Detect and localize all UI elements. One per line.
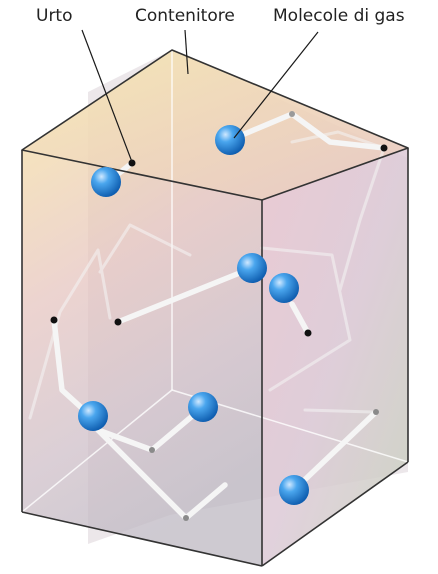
collision-point xyxy=(128,159,136,167)
box-front-face xyxy=(22,150,262,566)
gas-molecule xyxy=(188,392,218,422)
label-collision: Urto xyxy=(36,6,73,26)
gas-molecule xyxy=(269,273,299,303)
box-right-face xyxy=(262,148,408,566)
gas-molecule xyxy=(215,125,245,155)
leader-lines xyxy=(81,29,319,163)
leader-line-contenitore xyxy=(184,29,189,75)
collision-point xyxy=(183,515,189,521)
gas-molecules xyxy=(78,125,309,505)
box-top-face xyxy=(22,50,408,200)
collision-point xyxy=(114,318,122,326)
gas-molecule xyxy=(237,253,267,283)
collision-point xyxy=(304,329,312,337)
gas-molecule xyxy=(279,475,309,505)
collision-point xyxy=(50,316,58,324)
collision-points xyxy=(50,111,388,521)
collision-point xyxy=(380,144,388,152)
gas-molecule xyxy=(78,401,108,431)
label-container: Contenitore xyxy=(135,6,235,26)
leader-line-molecole xyxy=(233,31,319,139)
gas-molecule xyxy=(91,167,121,197)
label-gas-molecules: Molecole di gas xyxy=(273,6,405,26)
collision-point xyxy=(149,447,155,453)
container-box xyxy=(21,50,409,566)
collision-point xyxy=(289,111,295,117)
leader-line-urto xyxy=(81,29,133,163)
collision-point xyxy=(373,409,379,415)
